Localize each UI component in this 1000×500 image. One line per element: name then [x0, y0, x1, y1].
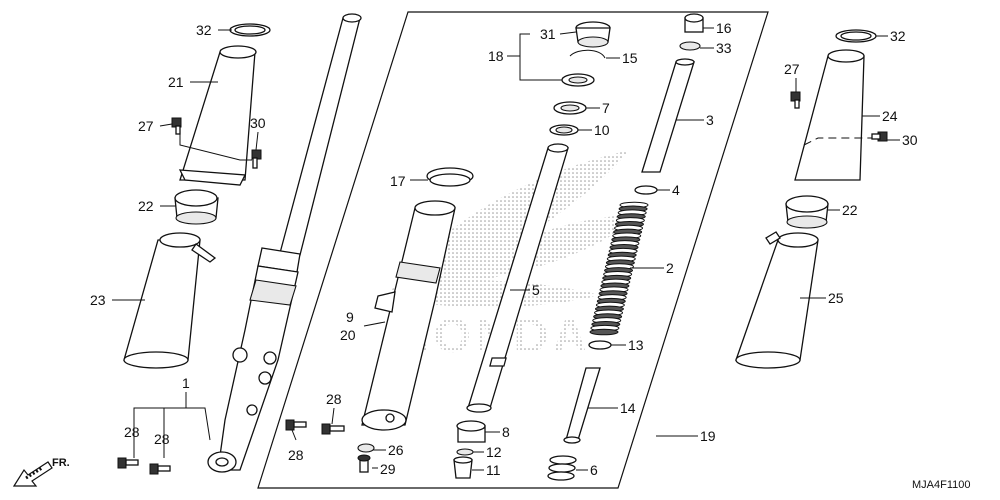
part-13-washer: [588, 340, 612, 350]
front-direction-arrow: FR.: [12, 457, 70, 487]
callout-14: 14: [620, 400, 636, 416]
part-8-bushing: [456, 420, 486, 443]
part-14-damper-rod: [489, 357, 601, 444]
part-2-spring: [589, 201, 649, 336]
diagram-code: MJA4F1100: [912, 479, 971, 491]
callout-5: 5: [532, 282, 540, 298]
callout-28-b: 28: [154, 431, 170, 447]
callout-32-left: 32: [196, 22, 212, 38]
part-10-ring: [549, 124, 579, 136]
callout-1: 1: [182, 375, 190, 391]
callout-12: 12: [486, 444, 502, 460]
callout-23: 23: [90, 292, 106, 308]
callout-33: 33: [716, 40, 732, 56]
left-fork-assembly: [207, 13, 362, 473]
part-9-outer-tube: [361, 200, 456, 431]
part-5-inner-tube: [466, 143, 569, 413]
part-28-bolt-left-b: [149, 463, 171, 475]
callout-3: 3: [706, 112, 714, 128]
callout-25: 25: [828, 290, 844, 306]
callout-28-c: 28: [288, 447, 304, 463]
part-6-rebound-spring: [547, 455, 577, 481]
callout-15: 15: [622, 50, 638, 66]
callout-18: 18: [488, 48, 504, 64]
part-31-cap: [575, 21, 611, 48]
callout-20: 20: [340, 327, 356, 343]
part-22-collar-left: [174, 189, 219, 225]
part-15-clip: [569, 49, 606, 59]
callout-27-right: 27: [784, 61, 800, 77]
part-23-lower-cover-left: [123, 232, 217, 369]
part-7-seal: [553, 101, 587, 115]
part-12-washer: [456, 448, 474, 456]
callout-17: 17: [390, 173, 406, 189]
callout-29: 29: [380, 461, 396, 477]
callout-19: 19: [700, 428, 716, 444]
part-22-collar-right: [785, 195, 829, 229]
callout-26: 26: [388, 442, 404, 458]
callout-28-d: 28: [326, 391, 342, 407]
callout-13: 13: [628, 337, 644, 353]
callout-2: 2: [666, 260, 674, 276]
part-24-upper-cover-right: [794, 49, 880, 181]
callout-24: 24: [882, 108, 898, 124]
callout-9: 9: [346, 309, 354, 325]
part-27-bolt-right: [790, 91, 801, 109]
part-28-bolt-left-a: [117, 457, 139, 469]
part-18-seal: [561, 73, 595, 87]
spring-coil: [589, 328, 619, 336]
callout-30-right: 30: [902, 132, 918, 148]
callout-6: 6: [590, 462, 598, 478]
callout-21: 21: [168, 74, 184, 90]
callout-28-a: 28: [124, 424, 140, 440]
callout-22-right: 22: [842, 202, 858, 218]
leader-lines: [112, 27, 900, 471]
callout-7: 7: [602, 100, 610, 116]
part-32-ring-left-inner: [234, 25, 266, 35]
part-28-bolt-mid-a: [285, 419, 307, 431]
part-30-bolt-right: [871, 131, 888, 142]
part-4-washer: [634, 185, 658, 195]
front-direction-label: FR.: [52, 457, 70, 469]
callout-8: 8: [502, 424, 510, 440]
part-29-bolt: [357, 454, 371, 473]
callout-30-left: 30: [250, 115, 266, 131]
callout-22-left: 22: [138, 198, 154, 214]
part-3-spacer-pipe: [641, 58, 695, 173]
part-33-oring: [679, 41, 701, 51]
part-28-bolt-mid-b: [321, 423, 345, 435]
callout-4: 4: [672, 182, 680, 198]
callout-labels: 32 21 27 30 22 23 1 28 28 28 28 17 9 20 …: [90, 20, 918, 478]
callout-11: 11: [486, 462, 501, 478]
part-32-ring-right-inner: [840, 31, 872, 41]
callout-16: 16: [716, 20, 732, 36]
callout-10: 10: [594, 122, 610, 138]
part-16-bolt-cap: [684, 13, 704, 33]
callout-31: 31: [540, 26, 556, 42]
part-21-upper-cover-left: [178, 45, 257, 186]
inner-assembly-frame: [257, 11, 769, 489]
part-30-bolt-left: [251, 149, 262, 169]
part-11-piece: [453, 456, 473, 479]
part-17-seal-ring-lower: [429, 173, 471, 187]
part-25-lower-cover-right: [735, 231, 819, 369]
callout-27-left: 27: [138, 118, 154, 134]
callout-32-right: 32: [890, 28, 906, 44]
part-26-washer: [357, 443, 375, 453]
